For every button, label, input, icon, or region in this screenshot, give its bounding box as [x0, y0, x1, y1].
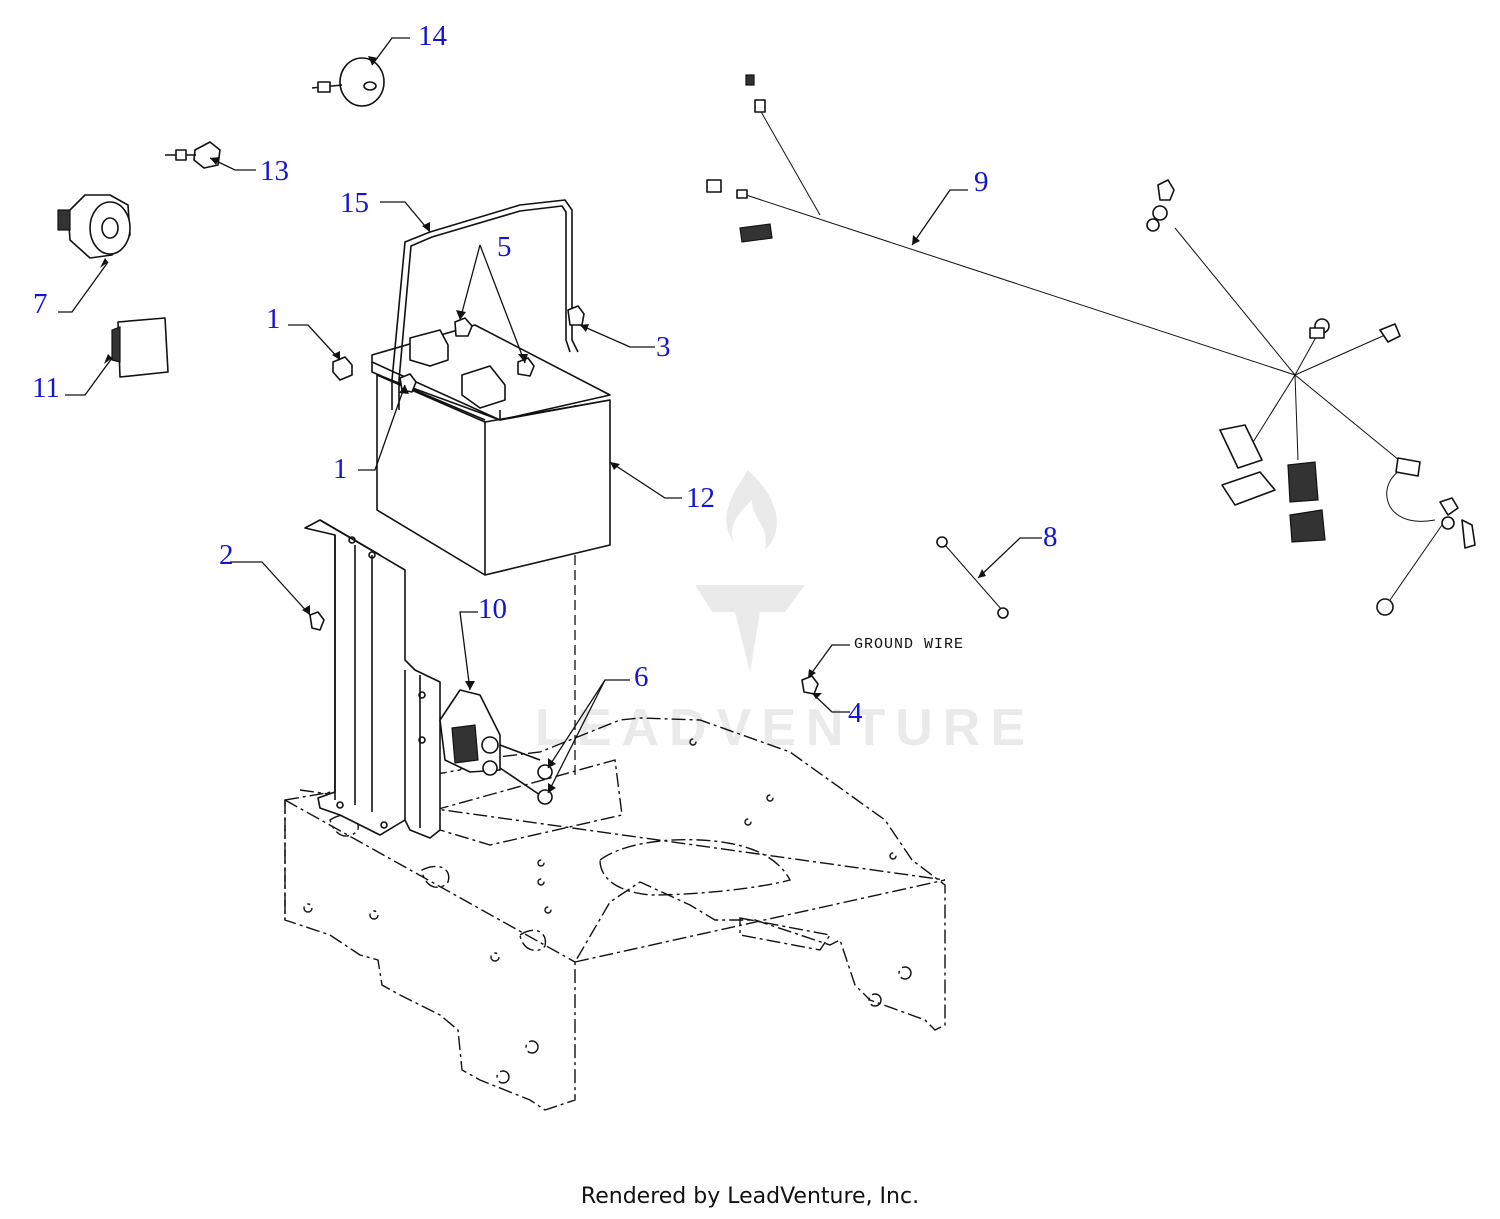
ground-wire-label: GROUND WIRE — [854, 636, 964, 653]
callout-10: 10 — [478, 593, 507, 625]
key-fob — [311, 57, 385, 107]
callout-7: 7 — [33, 288, 48, 320]
watermark-logo — [695, 470, 805, 672]
callout-1-upper: 1 — [266, 303, 281, 335]
callout-2: 2 — [219, 539, 234, 571]
hex-nut-lower — [537, 789, 553, 805]
callout-8: 8 — [1043, 521, 1058, 553]
callout-11: 11 — [32, 372, 60, 404]
hex-nut-upper — [537, 764, 553, 780]
callout-12: 12 — [686, 482, 715, 514]
switch-module — [111, 317, 169, 378]
ignition-switch — [57, 194, 131, 259]
callout-13: 13 — [260, 155, 289, 187]
callout-15: 15 — [340, 187, 369, 219]
hold-down-rod — [391, 199, 579, 410]
callout-labels: 14 13 15 5 7 1 3 11 1 12 2 10 6 4 9 8 GR… — [32, 20, 1058, 729]
callout-1-lower: 1 — [333, 453, 348, 485]
ground-wire-nut — [801, 675, 819, 695]
callout-6: 6 — [634, 661, 649, 693]
callout-5: 5 — [497, 231, 512, 263]
battery-post-positive — [461, 365, 506, 409]
callout-14: 14 — [418, 20, 448, 52]
callout-9: 9 — [974, 166, 989, 198]
callout-3: 3 — [656, 331, 671, 363]
battery-post-negative — [409, 329, 449, 367]
leader-lines — [58, 37, 1042, 794]
watermark: LEADVENTURE — [535, 470, 1035, 757]
leader-arrowheads — [100, 56, 986, 793]
ignition-key — [165, 141, 221, 169]
wiring-harness — [706, 74, 1476, 616]
watermark-text: LEADVENTURE — [535, 699, 1035, 757]
footer-credit: Rendered by LeadVenture, Inc. — [580, 1184, 920, 1209]
battery-bracket — [304, 519, 441, 839]
solenoid — [439, 689, 541, 796]
callout-4: 4 — [848, 697, 863, 729]
battery — [371, 324, 611, 576]
ground-wire — [936, 536, 1009, 619]
